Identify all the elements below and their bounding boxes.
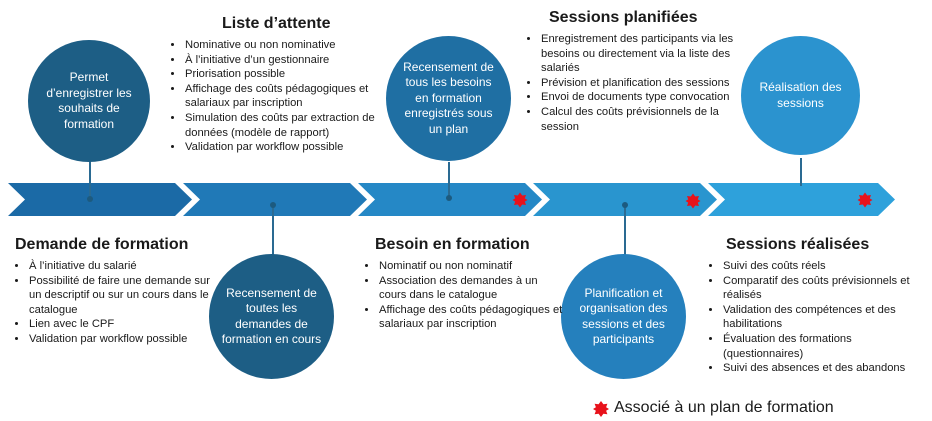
list-item: Prévision et planification des sessions xyxy=(540,76,750,91)
plan-marker-icon xyxy=(512,192,528,208)
plan-marker-icon xyxy=(685,193,701,209)
list-item: Suivi des absences et des abandons xyxy=(722,361,932,376)
circle-enregistrer-souhaits: Permet d’enregistrer les souhaits de for… xyxy=(28,40,150,162)
arrow-segment-5 xyxy=(708,183,895,216)
plan-marker-icon xyxy=(857,192,873,208)
section-title-besoin: Besoin en formation xyxy=(375,236,530,253)
circle-recensement-demandes: Recensement de toutes les demandes de fo… xyxy=(209,254,334,379)
connector-line xyxy=(272,204,274,256)
connector-dot xyxy=(622,202,628,208)
list-item: Comparatif des coûts prévisionnels et ré… xyxy=(722,274,932,303)
list-item: Évaluation des formations (questionnaire… xyxy=(722,332,932,361)
list-item: À l’initiative du salarié xyxy=(28,259,220,274)
connector-line xyxy=(624,204,626,256)
list-item: Simulation des coûts par extraction de d… xyxy=(184,111,390,140)
list-item: Nominatif ou non nominatif xyxy=(378,259,566,274)
list-item: Lien avec le CPF xyxy=(28,317,220,332)
list-item: Calcul des coûts prévisionnels de la ses… xyxy=(540,105,750,134)
arrow-segment-4 xyxy=(533,183,717,216)
circle-realisation: Réalisation des sessions xyxy=(741,36,860,155)
section-title-realisees: Sessions réalisées xyxy=(726,236,870,253)
connector-line xyxy=(89,158,91,198)
section-list-demande: À l’initiative du salarié Possibilité de… xyxy=(14,259,220,347)
list-item: Affichage des coûts pédagogiques et sala… xyxy=(184,82,390,111)
list-item: Enregistrement des participants via les … xyxy=(540,32,750,76)
connector-dot xyxy=(87,196,93,202)
list-item: Priorisation possible xyxy=(184,67,390,82)
section-title-attente: Liste d’attente xyxy=(222,15,331,32)
list-item: Validation par workflow possible xyxy=(28,332,220,347)
list-item: Validation des compétences et des habili… xyxy=(722,303,932,332)
circle-recensement-besoins: Recensement de tous les besoins en forma… xyxy=(386,36,511,161)
connector-line xyxy=(800,158,802,186)
connector-dot xyxy=(446,195,452,201)
arrow-segment-1 xyxy=(8,183,192,216)
section-list-attente: Nominative ou non nominative À l’initiat… xyxy=(170,38,390,155)
list-item: Validation par workflow possible xyxy=(184,140,390,155)
list-item: Suivi des coûts réels xyxy=(722,259,932,274)
legend-label: Associé à un plan de formation xyxy=(614,399,834,416)
legend-marker-icon xyxy=(593,401,609,417)
connector-dot xyxy=(270,202,276,208)
list-item: Association des demandes à un cours dans… xyxy=(378,274,566,303)
section-list-realisees: Suivi des coûts réels Comparatif des coû… xyxy=(708,259,932,376)
circle-planification: Planification et organisation des sessio… xyxy=(561,254,686,379)
section-list-planifiees: Enregistrement des participants via les … xyxy=(526,32,750,134)
section-title-demande: Demande de formation xyxy=(15,236,189,253)
section-title-planifiees: Sessions planifiées xyxy=(549,9,698,26)
list-item: Affichage des coûts pédagogiques et sala… xyxy=(378,303,566,332)
list-item: Nominative ou non nominative xyxy=(184,38,390,53)
arrow-segment-2 xyxy=(183,183,367,216)
list-item: Possibilité de faire une demande sur un … xyxy=(28,274,220,318)
list-item: Envoi de documents type convocation xyxy=(540,90,750,105)
list-item: À l’initiative d’un gestionnaire xyxy=(184,53,390,68)
connector-line xyxy=(448,162,450,197)
section-list-besoin: Nominatif ou non nominatif Association d… xyxy=(364,259,566,332)
